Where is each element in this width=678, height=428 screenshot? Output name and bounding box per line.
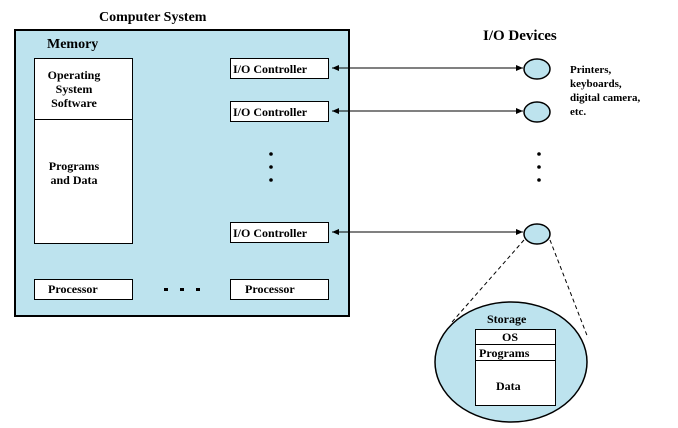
processor-box-2	[230, 279, 329, 300]
memory-programs-text: Programs and Data	[34, 159, 114, 187]
processor-label-2: Processor	[245, 282, 295, 296]
io-controller-box-1	[230, 58, 329, 79]
io-controller-box-3	[230, 222, 329, 243]
device-ellipsis	[537, 152, 541, 182]
storage-data-label: Data	[496, 379, 521, 393]
zoom-line-right	[549, 239, 589, 339]
memory-os-box	[34, 58, 133, 120]
processor-label-1: Processor	[48, 282, 98, 296]
memory-os-text: Operating System Software	[34, 68, 114, 110]
memory-label: Memory	[47, 37, 99, 52]
controller-ellipsis	[269, 152, 273, 182]
processor-ellipsis	[164, 288, 200, 291]
memory-os-line-1: Operating	[47, 68, 101, 82]
processor-box-1	[34, 279, 133, 300]
device-ellipse-2	[523, 101, 551, 123]
storage-data-row	[475, 360, 556, 406]
device-ellipse-1	[523, 58, 551, 80]
io-controller-label-3: I/O Controller	[233, 226, 308, 240]
device-ellipse-3	[523, 223, 551, 245]
io-controller-box-2	[230, 101, 329, 122]
device-desc-line-3: digital camera,	[570, 92, 641, 104]
device-description: Printers, keyboards, digital camera, etc…	[570, 63, 640, 119]
memory-programs-line-1: Programs	[48, 159, 100, 173]
memory-programs-box	[34, 119, 133, 244]
storage-os-label: OS	[501, 330, 518, 344]
memory-os-line-2: System	[55, 82, 93, 96]
device-desc-line-1: Printers,	[570, 64, 612, 76]
storage-programs-label: Programs	[479, 346, 530, 360]
io-controller-label-2: I/O Controller	[233, 105, 308, 119]
io-controller-label-1: I/O Controller	[233, 62, 308, 76]
device-desc-line-2: keyboards,	[570, 78, 622, 90]
computer-system-title: Computer System	[99, 10, 207, 25]
memory-os-line-3: Software	[51, 96, 97, 110]
io-devices-title: I/O Devices	[483, 28, 557, 44]
storage-label: Storage	[487, 312, 527, 326]
device-desc-line-4: etc.	[570, 106, 587, 118]
memory-programs-line-2: and Data	[50, 173, 98, 187]
